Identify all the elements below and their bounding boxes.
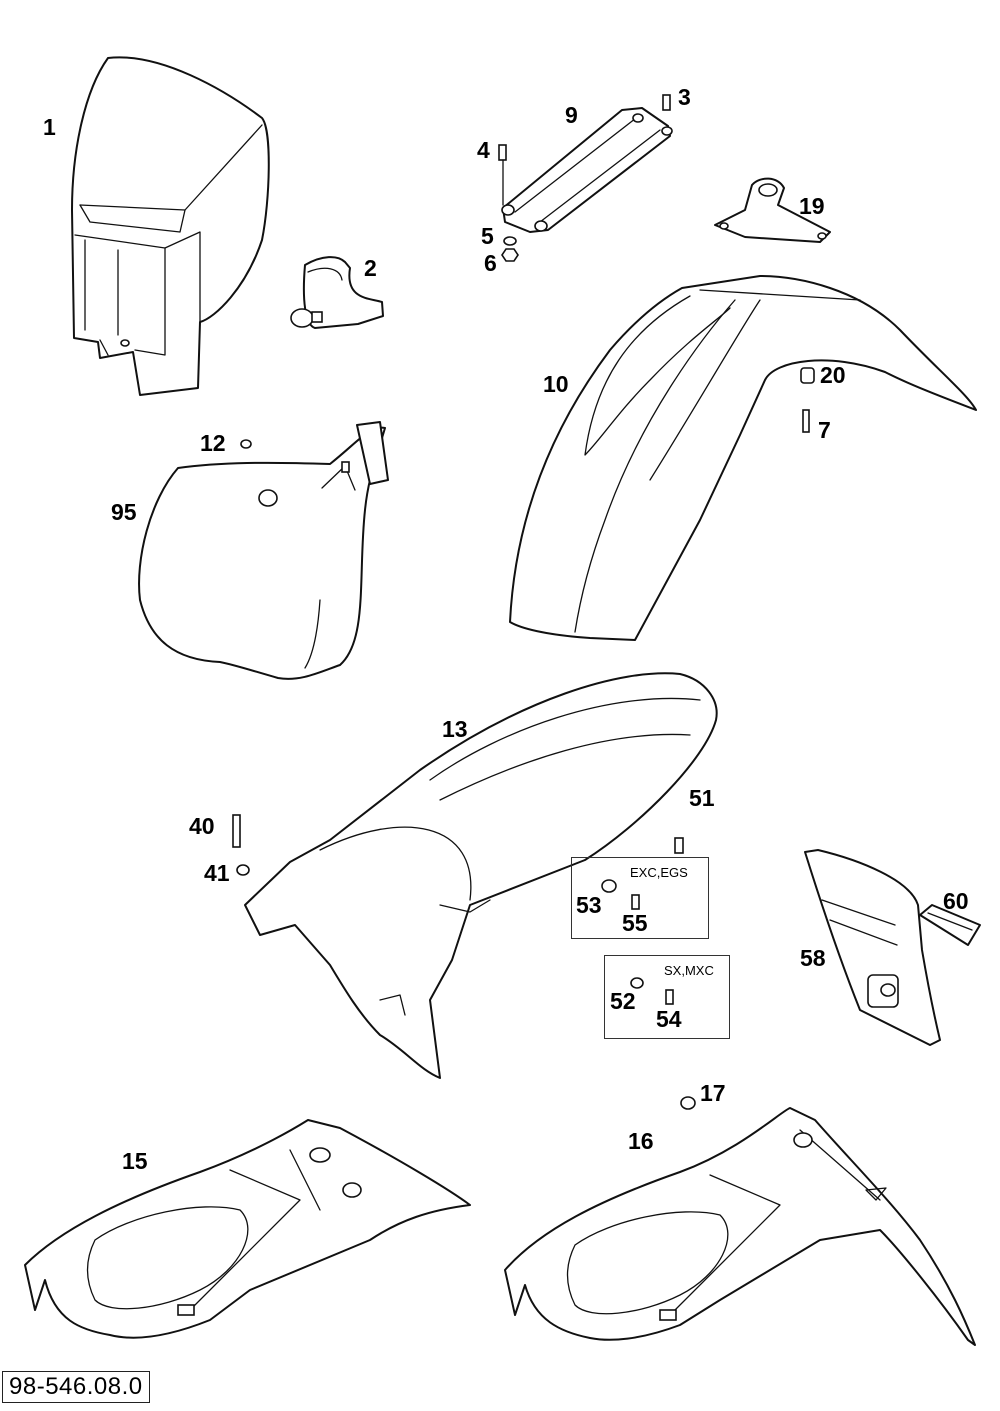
part-label-12: 12 [200,430,226,456]
part-label-58: 58 [800,945,826,971]
tank-spoiler-left [24,1119,471,1339]
part-label-55: 55 [622,910,648,936]
part-label-17: 17 [700,1080,726,1106]
part-label-54: 54 [656,1006,682,1032]
reflector [919,904,981,946]
part-label-53: 53 [576,892,602,918]
clamp-strap [290,256,384,329]
part-label-60: 60 [943,888,969,914]
tank-spoiler-right [504,1107,976,1346]
part-label-10: 10 [543,371,569,397]
part-label-4: 4 [477,137,490,163]
grommet [680,1096,696,1110]
part-label-7: 7 [818,417,831,443]
tail-plate [804,849,941,1046]
plate-bracket [714,177,831,243]
part-label-2: 2 [364,255,377,281]
part-label-41: 41 [204,860,230,886]
part-label-1: 1 [43,114,56,140]
part-label-9: 9 [565,102,578,128]
mounting-bracket [498,94,673,262]
rear-fender [232,672,718,1079]
part-label-95: 95 [111,499,137,525]
part-label-20: 20 [820,362,846,388]
part-label-13: 13 [442,716,468,742]
part-label-5: 5 [481,223,494,249]
variant-box-sx-mxc: SX,MXC [604,955,730,1039]
document-code: 98-546.08.0 [2,1371,150,1403]
part-label-15: 15 [122,1148,148,1174]
variant-label-sx-mxc: SX,MXC [664,963,714,978]
variant-hardware-exc [601,879,640,910]
part-label-52: 52 [610,988,636,1014]
part-label-40: 40 [189,813,215,839]
front-fender [509,275,977,641]
part-label-16: 16 [628,1128,654,1154]
part-label-3: 3 [678,84,691,110]
number-plate [138,421,389,680]
variant-box-exc-egs: EXC,EGS [571,857,709,939]
part-label-6: 6 [484,250,497,276]
variant-hardware-sx [630,977,674,1005]
variant-label-exc-egs: EXC,EGS [630,865,688,880]
part-label-51: 51 [689,785,715,811]
headlight-mask [71,56,270,396]
part-label-19: 19 [799,193,825,219]
